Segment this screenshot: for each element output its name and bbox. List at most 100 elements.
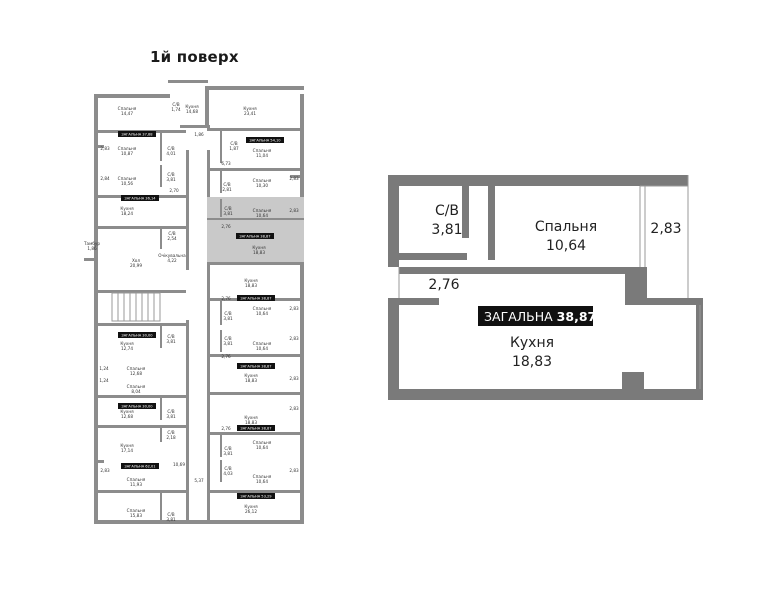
plan-room-area: 2,81	[222, 187, 232, 192]
plan-dimension: 2,83	[100, 468, 110, 473]
plan-total-badge[interactable]	[237, 363, 275, 369]
wall	[94, 145, 104, 148]
plan-total-badge-text: ЗАГАЛЬНА 38,87	[240, 365, 271, 369]
plan-room-name: С/В	[224, 336, 231, 341]
detail-left-wall-top	[388, 175, 399, 267]
plan-room-area: 10,87	[121, 151, 133, 156]
plan-dimension: 2,84	[100, 176, 110, 181]
plan-room-area: 12,68	[130, 371, 142, 376]
plan-room-name: Спальня	[253, 474, 272, 479]
plan-total-badge[interactable]	[118, 131, 156, 137]
plan-room-name: Спальня	[118, 106, 137, 111]
wall	[180, 125, 210, 128]
plan-room-area: 10,64	[256, 445, 268, 450]
plan-room-area: 10,64	[256, 311, 268, 316]
plan-room-area: 8,04	[131, 389, 141, 394]
plan-room-name: С/В	[230, 141, 237, 146]
plan-total-badge-text: ЗАГАЛЬНА 30,00	[121, 405, 153, 409]
plan-total-badge[interactable]	[237, 493, 275, 499]
plan-room-area: 15,83	[130, 513, 142, 518]
plan-room-area: 4,03	[223, 471, 233, 476]
wall	[205, 86, 304, 90]
wall	[220, 131, 222, 163]
plan-room-name: Спальня	[127, 477, 146, 482]
plan-room-name: Спальня	[253, 306, 272, 311]
plan-room-name: Кухня	[244, 415, 258, 420]
plan-labels: Спальня14,47С/В1,74Кухня14,68Кухня23,41С…	[83, 102, 272, 522]
plan-room-area: 3,81	[223, 341, 233, 346]
plan-room-area: 12,74	[121, 346, 133, 351]
plan-room-name: Хол	[132, 258, 140, 263]
plan-room-area: 18,83	[245, 420, 257, 425]
plan-room-name: С/В	[224, 446, 231, 451]
wall	[186, 150, 189, 270]
wall	[160, 428, 162, 442]
detail-sv-label: С/В	[435, 203, 459, 219]
plan-dimension: 2,83	[289, 406, 299, 411]
plan-total-badge[interactable]	[236, 233, 274, 239]
plan-total-badge-text: ЗАГАЛЬНА 30,00	[121, 334, 153, 338]
plan-room-name: Кухня	[252, 245, 266, 250]
plan-total-badge-text: ЗАГАЛЬНА 54,10	[249, 139, 281, 143]
plan-room-name: Кухня	[244, 278, 258, 283]
wall	[207, 392, 304, 395]
plan-total-badge[interactable]	[246, 137, 284, 143]
plan-room-area: 1,87	[229, 146, 239, 151]
plan-room-name: С/В	[224, 206, 231, 211]
plan-room-name: Кухня	[244, 373, 258, 378]
plan-room-area: 10,64	[256, 346, 268, 351]
wall	[207, 150, 210, 520]
plan-room-name: Кухня	[120, 341, 134, 346]
plan-room-name: Кухня	[244, 504, 258, 509]
plan-room-area: 2,54	[167, 236, 177, 241]
detail-balcony-dim: 2,83	[650, 221, 681, 237]
plan-room-area: 2,18	[166, 435, 176, 440]
plan-room-name: С/В	[223, 182, 230, 187]
wall	[207, 218, 304, 220]
plan-room-area: 4,01	[166, 151, 176, 156]
plan-room-area: 10,64	[256, 213, 268, 218]
plan-room-name: Спальня	[253, 440, 272, 445]
plan-total-badge[interactable]	[121, 195, 159, 201]
plan-dimension: 1,24	[99, 366, 109, 371]
plan-dimension: 2,70	[169, 188, 179, 193]
wall	[160, 165, 162, 187]
plan-total-badge-text: ЗАГАЛЬНА 53,29	[240, 495, 272, 499]
detail-total-badge	[478, 306, 593, 326]
plan-room-name: Кухня	[243, 106, 257, 111]
detail-total-label: ЗАГАЛЬНА	[484, 309, 553, 324]
detail-bath-wall-side	[462, 186, 469, 238]
plan-room-name: С/В	[172, 102, 179, 107]
plan-dimension: 2,76	[221, 296, 231, 301]
plan-room-name: С/В	[167, 409, 174, 414]
plan-dimension: 2,83	[289, 376, 299, 381]
plan-room-name: С/В	[224, 466, 231, 471]
detail-corridor-wall	[399, 267, 629, 274]
wall	[94, 323, 186, 326]
plan-dimension: 2,76	[221, 426, 231, 431]
plan-dimension: 2,83	[289, 306, 299, 311]
plan-room-name: Кухня	[185, 104, 199, 109]
plan-room-name: Спальня	[118, 146, 137, 151]
plan-room-area: 10,56	[121, 181, 133, 186]
plan-total-badge[interactable]	[118, 332, 156, 338]
wall	[186, 320, 189, 520]
plan-room-area: 3,81	[223, 451, 233, 456]
plan-total-badge[interactable]	[237, 295, 275, 301]
wall	[220, 199, 222, 217]
highlighted-apartment[interactable]	[207, 197, 304, 262]
detail-top-wall	[388, 175, 688, 186]
wall	[205, 86, 209, 126]
plan-room-area: 20,99	[130, 263, 142, 268]
wall	[94, 460, 104, 463]
plan-room-area: 10,64	[256, 479, 268, 484]
plan-total-badge-text: ЗАГАЛЬНА 37,88	[121, 133, 153, 137]
detail-bottom-wall	[388, 389, 703, 400]
plan-total-badge[interactable]	[237, 425, 275, 431]
plan-room-area: 4,22	[167, 258, 177, 263]
plan-total-badge[interactable]	[121, 463, 159, 469]
plan-total-badge[interactable]	[118, 403, 156, 409]
wall	[160, 326, 162, 348]
